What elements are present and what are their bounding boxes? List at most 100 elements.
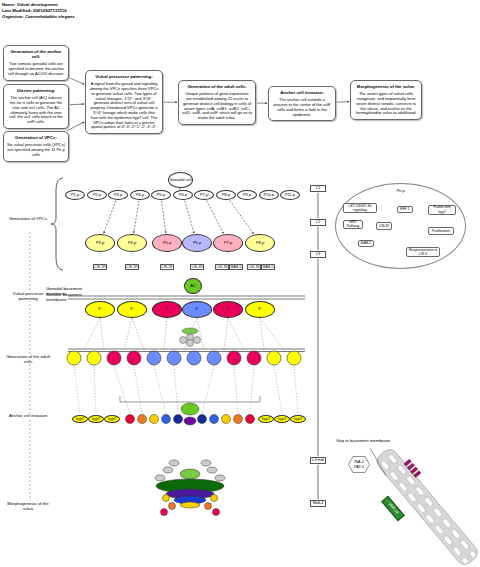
node-text: P6.p — [179, 193, 187, 198]
node-text: Generation of VPCs: — [15, 135, 57, 140]
gene-box: LIN-39 — [125, 264, 139, 270]
process-box: Vulval precursor patterning: A signal fro… — [85, 70, 163, 134]
node-text: P10.p — [264, 193, 274, 198]
connector — [337, 101, 349, 103]
pnp-cell: P6.p — [173, 190, 193, 200]
node-text: Proliferation — [432, 229, 450, 233]
node-text: P3.p — [114, 193, 122, 198]
process-box: Generation of VPCs: Six vulval precursor … — [3, 131, 69, 162]
node-text: 2° — [226, 307, 230, 312]
node-text: 3° — [130, 307, 134, 312]
header-text: Organism: Caenorhabditis elegans — [2, 14, 202, 19]
hyp7-cell: hyp7 — [88, 415, 104, 423]
connector — [318, 465, 319, 499]
gene-box: MAB-5 — [229, 264, 243, 270]
vpc-cell: P8.p — [245, 234, 275, 252]
node-text: Anchor cell invasion: — [280, 90, 323, 95]
annotation: Somatic basement membrane — [46, 292, 86, 302]
connector — [318, 227, 319, 250]
node-text: L2 — [316, 220, 320, 225]
node-text: MAB-5 — [231, 265, 242, 269]
stage-label: Morphogenesis of the vulva — [4, 501, 52, 511]
node-text: MidL4 — [313, 501, 323, 506]
gene-box: LIN-39 — [376, 222, 392, 230]
pnp-cell: P11.p — [280, 190, 300, 200]
node-text: L1 — [316, 186, 320, 191]
node-text: 3° — [258, 307, 262, 312]
node-text: hyp7 — [278, 417, 287, 422]
fate-cell: 2° — [152, 301, 182, 318]
node-text: INA-1 — [354, 460, 364, 465]
node-text: Morphogenesis of the vulva: — [357, 84, 415, 89]
gene-box: MAB-5 — [358, 240, 374, 247]
node-text: Gonadal cell — [169, 178, 191, 183]
connector — [164, 102, 177, 103]
node-text: Vulval precursor patterning: — [95, 74, 152, 79]
gene-box: LIN-39 — [215, 264, 229, 270]
pnp-cell: P2.p — [87, 190, 107, 200]
process-box: Anchor cell invasion: The anchor cell ext… — [268, 86, 336, 121]
node-text: MAB-5 — [263, 265, 274, 269]
connector — [185, 201, 195, 234]
vpc-cell: P5.p — [152, 234, 182, 252]
pnp-cell: P9.p — [237, 190, 257, 200]
connector — [318, 193, 319, 218]
stage-box: L3 mid — [310, 457, 326, 464]
process-box: Generation of the adult cells:Unique pat… — [178, 80, 256, 125]
connector — [207, 201, 224, 234]
node-text: P5.p — [163, 241, 171, 246]
connector — [70, 78, 85, 84]
outcome-box: Responsiveness to LIN-3 — [406, 247, 440, 257]
hyp7-cell: hyp7 — [274, 415, 290, 423]
hyp7-cell: hyp7 — [290, 415, 306, 423]
gene-box: LIN-39 — [93, 264, 107, 270]
vpc-cell: P6.p — [182, 234, 212, 252]
node-text: L3 mid — [312, 458, 323, 463]
stage-label: Generation of the adult cells — [4, 354, 52, 364]
gene-box: EFF-1 — [397, 206, 413, 213]
node-text: The anchor cell (AC) induces the six π c… — [7, 96, 65, 125]
node-text: P4.p — [128, 241, 136, 246]
pnp-cell: P4.p — [130, 190, 150, 200]
outcome-box: Fusion with hyp7 — [428, 205, 456, 215]
integrin-hexagon: INA-1PAT-4 — [348, 456, 370, 473]
connector — [162, 201, 166, 233]
fate-cell: 1° — [182, 301, 212, 318]
pnp-cell: P5.p — [151, 190, 171, 200]
gene-box: LIN-39 — [160, 264, 174, 270]
fate-cell: 2° — [213, 301, 243, 318]
node-text: 1° — [195, 307, 199, 312]
node-text: Six vulval precursor cells (VPCs) are sp… — [7, 143, 65, 157]
process-box: Uterine patterning:The anchor cell (AC) … — [3, 84, 69, 129]
node-text: Responsiveness to LIN-3 — [408, 248, 438, 256]
node-text: A signal from the gonad and signaling am… — [89, 82, 159, 130]
header-text: Name: Vulval development — [2, 2, 202, 7]
node-text: hyp7 — [294, 417, 303, 422]
node-text: hyp7 — [108, 417, 117, 422]
fate-cell: 3° — [245, 301, 275, 318]
node-text: P9.p — [243, 193, 251, 198]
header-text: Last Modified: 20210927131116 — [2, 8, 202, 13]
node-text: WNT Pathway — [345, 220, 361, 228]
node-text: Fusion with hyp7 — [430, 205, 454, 213]
node-text: LIN-39 — [379, 224, 389, 228]
node-text: The anchor cell extends a process to the… — [272, 98, 332, 117]
anchor-cell: AC — [184, 278, 202, 294]
node-text: P8.p — [222, 193, 230, 198]
node-text: P11.p — [285, 193, 295, 198]
fate-cell: 3° — [85, 301, 115, 318]
connector — [318, 259, 319, 456]
connector — [67, 122, 84, 131]
node-text: Two somatic gonadal cells are specified … — [7, 62, 65, 76]
protein-block: VAB-19 — [381, 496, 405, 522]
vpc-cell: P3.p — [85, 234, 115, 252]
gene-box: MAB-5 — [261, 264, 275, 270]
node-text: hyp7 — [92, 417, 101, 422]
node-text: The seven types of vulval cells invagina… — [354, 92, 418, 116]
stage-label: Anchor cell invasion — [4, 413, 52, 418]
node-text: P6.p — [193, 241, 201, 246]
node-text: LET-23/LET-60 signaling — [345, 204, 375, 212]
node-text: P7.p — [200, 193, 208, 198]
stage-box: MidL4 — [310, 500, 326, 507]
gene-box: LIN-39 — [247, 264, 261, 270]
